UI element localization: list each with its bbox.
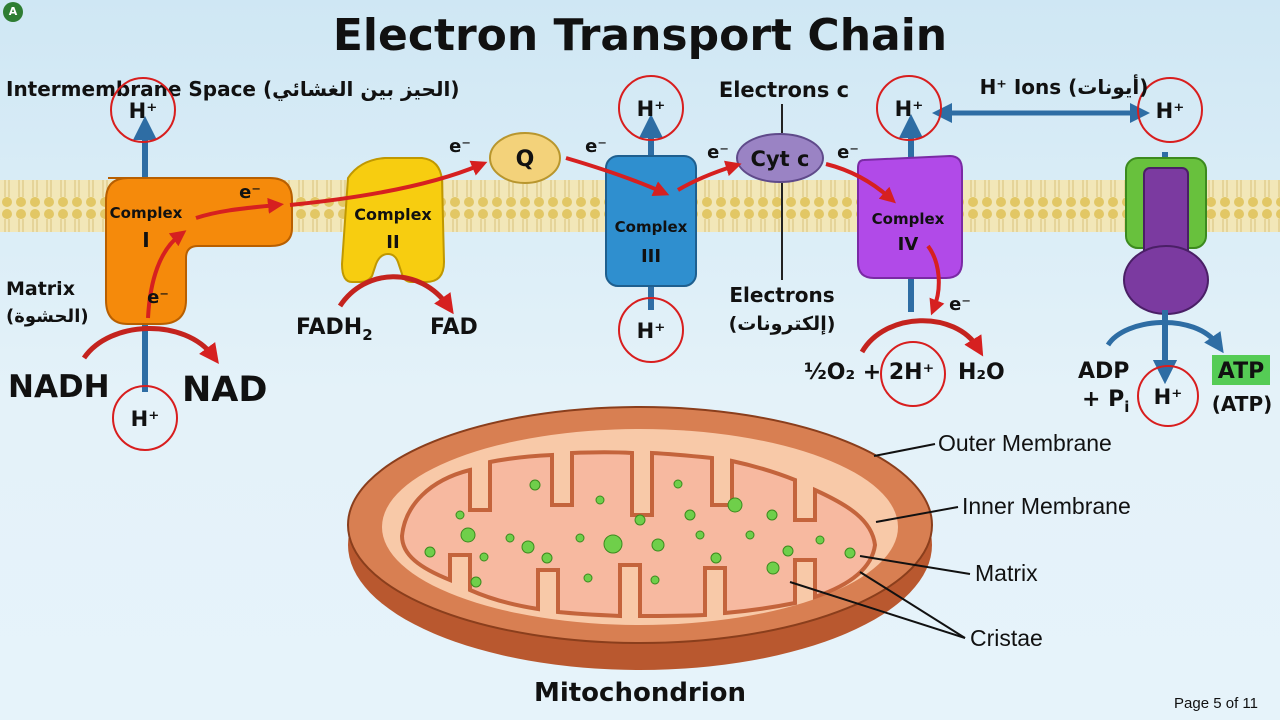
cristae-label: Cristae bbox=[970, 625, 1043, 651]
outer-membrane-pointer bbox=[873, 443, 936, 457]
atp-synthase-head bbox=[1123, 245, 1209, 315]
avatar[interactable]: A bbox=[3, 2, 23, 22]
h-ion-label: H⁺ bbox=[637, 319, 666, 343]
complex-2-number: II bbox=[386, 232, 399, 253]
complex-3-label: Complex bbox=[615, 218, 688, 236]
e-arrow-nadh-to-c1 bbox=[146, 230, 187, 319]
h-ion-atp-bottom: H⁺ bbox=[1137, 365, 1199, 427]
nad-label: NAD bbox=[182, 370, 267, 410]
matrix-granules bbox=[424, 479, 856, 588]
adp-label: ADP bbox=[1078, 359, 1129, 384]
mitochondrion-illustration bbox=[347, 406, 933, 670]
cytochrome-c bbox=[736, 133, 824, 183]
water-label: H₂O bbox=[958, 360, 1005, 385]
fad-label: FAD bbox=[430, 315, 478, 340]
complex-3 bbox=[605, 155, 697, 287]
electrons-label-arabic: (إلكترونات) bbox=[729, 313, 836, 335]
outer-membrane-label: Outer Membrane bbox=[938, 430, 1112, 456]
cyt-c-label: Cyt c bbox=[751, 147, 810, 171]
complex-1-number: I bbox=[142, 228, 149, 252]
matrix-label: Matrix bbox=[6, 278, 75, 300]
e-arrow-cytc-to-c4 bbox=[825, 162, 896, 204]
pi-label: + Pi bbox=[1082, 387, 1129, 416]
page-indicator: Page 5 of 11 bbox=[1174, 695, 1258, 712]
mitochondrion-inner-membrane bbox=[399, 450, 878, 619]
electron-label-1: e⁻ bbox=[147, 287, 169, 308]
h-ions-label: H⁺ Ions (أيونات) bbox=[980, 73, 1149, 99]
complex-4-label: Complex bbox=[872, 210, 945, 228]
fadh2-to-fad-arrow bbox=[337, 274, 454, 315]
intermembrane-space-label: Intermembrane Space (الحيز بين الغشائي) bbox=[6, 77, 459, 102]
fadh2-label: FADH2 bbox=[296, 315, 373, 344]
complex-4 bbox=[857, 154, 963, 279]
electrons-c-label: Electrons c bbox=[719, 78, 849, 102]
matrix-part-label: Matrix bbox=[975, 560, 1038, 586]
h-ion-label: H⁺ bbox=[131, 407, 160, 431]
complex-1-label: Complex bbox=[110, 204, 183, 222]
electron-label-5: e⁻ bbox=[707, 142, 729, 163]
atp-arabic-label: (ATP) bbox=[1212, 392, 1273, 416]
e-arrow-c1-internal bbox=[195, 197, 284, 220]
atp-label: ATP bbox=[1218, 359, 1264, 384]
h-ion-label: H⁺ bbox=[637, 97, 666, 121]
electron-label-3: e⁻ bbox=[449, 136, 471, 157]
e-arrow-c3-to-cytc bbox=[676, 160, 742, 192]
h-ion-c4-top: H⁺ bbox=[876, 75, 942, 141]
h-ion-label: H⁺ bbox=[895, 97, 924, 121]
inner-membrane-label: Inner Membrane bbox=[962, 493, 1131, 519]
e-arrow-q-to-c3 bbox=[565, 156, 670, 197]
e-arrow-c4-down bbox=[926, 244, 945, 316]
mitochondrion-title: Mitochondrion bbox=[534, 678, 746, 708]
h-ion-c3-top: H⁺ bbox=[618, 75, 684, 141]
nadh-label: NADH bbox=[8, 369, 110, 405]
oxygen-reactant-label: ½O₂ + 2H⁺ bbox=[804, 360, 934, 385]
h-ion-c1-bottom: H⁺ bbox=[112, 385, 178, 451]
atp-label-highlight bbox=[1212, 355, 1270, 385]
electron-label-6: e⁻ bbox=[837, 142, 859, 163]
h-ion-c1-top: H⁺ bbox=[110, 77, 176, 143]
electron-label-4: e⁻ bbox=[585, 136, 607, 157]
complex-4-number: IV bbox=[898, 234, 919, 255]
diagram-title: Electron Transport Chain bbox=[333, 10, 947, 61]
cristae-pointer-1 bbox=[789, 581, 966, 639]
h-ion-label: H⁺ bbox=[1156, 99, 1185, 123]
inner-membrane-pointer bbox=[875, 506, 959, 523]
q-label: Q bbox=[516, 147, 535, 172]
matrix-label-arabic: (الحشوة) bbox=[6, 306, 89, 327]
electron-label-7: e⁻ bbox=[949, 294, 971, 315]
complex-2 bbox=[340, 157, 446, 283]
oxygen-to-water-arrow bbox=[859, 318, 984, 357]
h-ion-oxygen-circle bbox=[880, 341, 946, 407]
cristae-pointer-2 bbox=[859, 571, 966, 639]
adp-to-atp-arrow bbox=[1105, 320, 1224, 354]
complex-3-number: III bbox=[641, 246, 661, 267]
h-ion-label: H⁺ bbox=[129, 99, 158, 123]
h-ion-atp-top: H⁺ bbox=[1137, 77, 1203, 143]
e-arrow-c1-to-q bbox=[289, 160, 488, 207]
nadh-to-nad-arrow bbox=[81, 326, 219, 365]
ubiquinone-q bbox=[489, 132, 561, 184]
complex-1 bbox=[105, 177, 293, 325]
complex-2-label: Complex bbox=[354, 205, 432, 224]
electrons-label: Electrons bbox=[729, 283, 834, 307]
matrix-pointer bbox=[859, 555, 971, 575]
h-ion-label: H⁺ bbox=[1154, 385, 1183, 409]
electron-label-2: e⁻ bbox=[239, 182, 261, 203]
h-ion-c3-bottom: H⁺ bbox=[618, 297, 684, 363]
